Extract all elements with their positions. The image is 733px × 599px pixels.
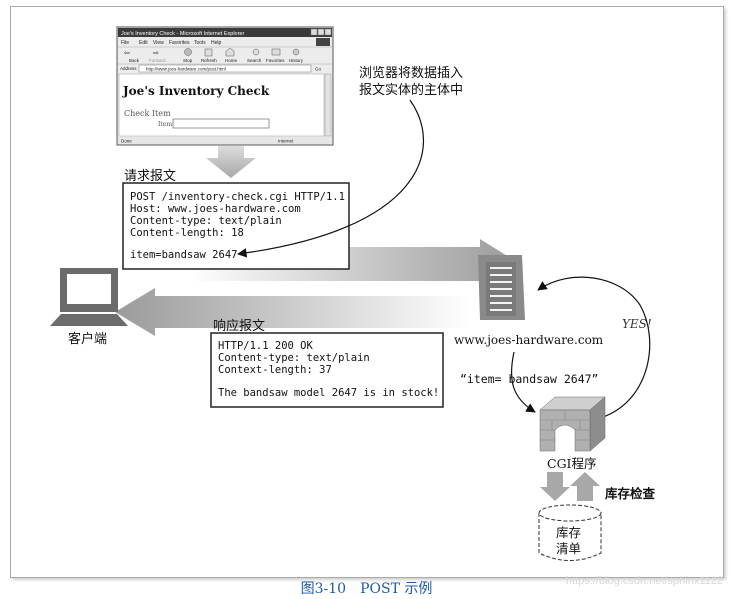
section-label: Check Item: [124, 109, 171, 118]
back-icon[interactable]: ⇦: [124, 50, 130, 57]
status-bar: [118, 137, 332, 144]
forward-icon[interactable]: ⇨: [153, 50, 159, 57]
server-icon: [478, 255, 525, 320]
server-label: www.joes-hardware.com: [454, 333, 604, 347]
yes-label: YES!: [622, 317, 652, 331]
window-controls[interactable]: [310, 28, 332, 36]
yes-arrow: [537, 276, 651, 418]
figure-caption: 图3-10 POST 示例: [300, 581, 433, 597]
menu-help[interactable]: Help: [211, 40, 222, 46]
address-input[interactable]: [138, 64, 312, 73]
toolbar-history[interactable]: History: [289, 58, 304, 63]
request-label: 请求报文: [124, 169, 176, 184]
up-result-arrow: [570, 472, 600, 501]
menu-view[interactable]: View: [153, 40, 164, 46]
annotation-line-2: 报文实体的主体中: [359, 82, 463, 98]
down-arrow: [206, 146, 256, 178]
item-label: Item:: [158, 121, 174, 128]
address-bar: Address http://www.joes-hardware.com/pos…: [120, 64, 322, 73]
browser-title: Joe's Inventory Check - Microsoft Intern…: [121, 31, 244, 37]
menu-favorites[interactable]: Favorites: [169, 40, 190, 46]
response-label: 响应报文: [213, 318, 265, 334]
toolbar-search[interactable]: Search: [247, 58, 262, 63]
request-line-4: Content-length: 18: [130, 227, 244, 239]
address-value: http://www.joes-hardware.com/post.html: [146, 67, 226, 72]
stock-check-label: 库存检查: [605, 486, 656, 501]
response-line-3: Context-length: 37: [218, 364, 332, 376]
toolbar-forward[interactable]: Forward: [149, 58, 166, 63]
status-left: Done: [121, 139, 132, 144]
response-message-box: [210, 332, 444, 408]
minimize-icon[interactable]: [310, 28, 318, 36]
menu-edit[interactable]: Edit: [139, 40, 148, 46]
server-to-cgi-arrow: [510, 351, 536, 413]
browser-menubar: File Edit View Favorites Tools Help: [121, 38, 330, 46]
browser-titlebar: [118, 28, 332, 37]
database-icon: [538, 504, 602, 561]
maximize-icon[interactable]: [317, 28, 325, 36]
refresh-icon[interactable]: [204, 48, 213, 57]
annotation-arrow: [237, 99, 424, 258]
home-icon[interactable]: [225, 47, 235, 57]
inventory-line-2: 清单: [556, 541, 581, 556]
go-button[interactable]: Go: [315, 67, 322, 72]
watermark: https://blog.csdn.net/sphinx1122: [566, 575, 723, 587]
request-message-box: [122, 182, 350, 270]
menu-tools[interactable]: Tools: [194, 40, 206, 46]
search-icon[interactable]: [252, 48, 260, 56]
request-body: item=bandsaw 2647: [130, 249, 237, 261]
browser-toolbar: ⇦ Back ⇨ Forward Stop Refresh Home Searc…: [124, 47, 304, 63]
scrollbar[interactable]: [324, 73, 332, 137]
computer-icon: [50, 268, 128, 326]
menu-file[interactable]: File: [121, 40, 129, 46]
toolbar-refresh[interactable]: Refresh: [201, 58, 217, 63]
annotation-line-1: 浏览器将数据插入: [359, 65, 463, 81]
ie-logo-icon: [316, 38, 330, 46]
cgi-gateway-icon: [539, 396, 606, 452]
response-body: The bandsaw model 2647 is in stock!: [218, 387, 439, 399]
page-heading: Joe's Inventory Check: [122, 84, 270, 98]
item-input[interactable]: [172, 118, 270, 129]
request-line-3: Content-type: text/plain: [130, 215, 282, 227]
response-arrow: [115, 288, 470, 336]
inventory-line-1: 库存: [556, 525, 581, 540]
favorites-icon[interactable]: [271, 48, 281, 56]
response-line-2: Content-type: text/plain: [218, 352, 370, 364]
cgi-param: “item= bandsaw 2647”: [460, 372, 598, 386]
history-icon[interactable]: [292, 48, 300, 56]
down-query-arrow: [540, 472, 570, 501]
toolbar-favorites[interactable]: Favorites: [266, 58, 285, 63]
request-line-2: Host: www.joes-hardware.com: [130, 203, 301, 215]
status-right: Internet: [278, 139, 294, 144]
toolbar-stop[interactable]: Stop: [183, 58, 193, 63]
toolbar-home[interactable]: Home: [225, 58, 238, 63]
address-label: Address: [120, 66, 137, 71]
close-icon[interactable]: [324, 28, 332, 36]
request-line-1: POST /inventory-check.cgi HTTP/1.1: [130, 191, 345, 203]
browser-window: Joe's Inventory Check - Microsoft Intern…: [116, 26, 334, 146]
stop-icon[interactable]: [184, 48, 192, 56]
toolbar-back[interactable]: Back: [129, 58, 140, 63]
response-line-1: HTTP/1.1 200 OK: [218, 340, 314, 352]
cgi-label: CGI程序: [547, 456, 597, 471]
client-label: 客户端: [68, 331, 107, 347]
